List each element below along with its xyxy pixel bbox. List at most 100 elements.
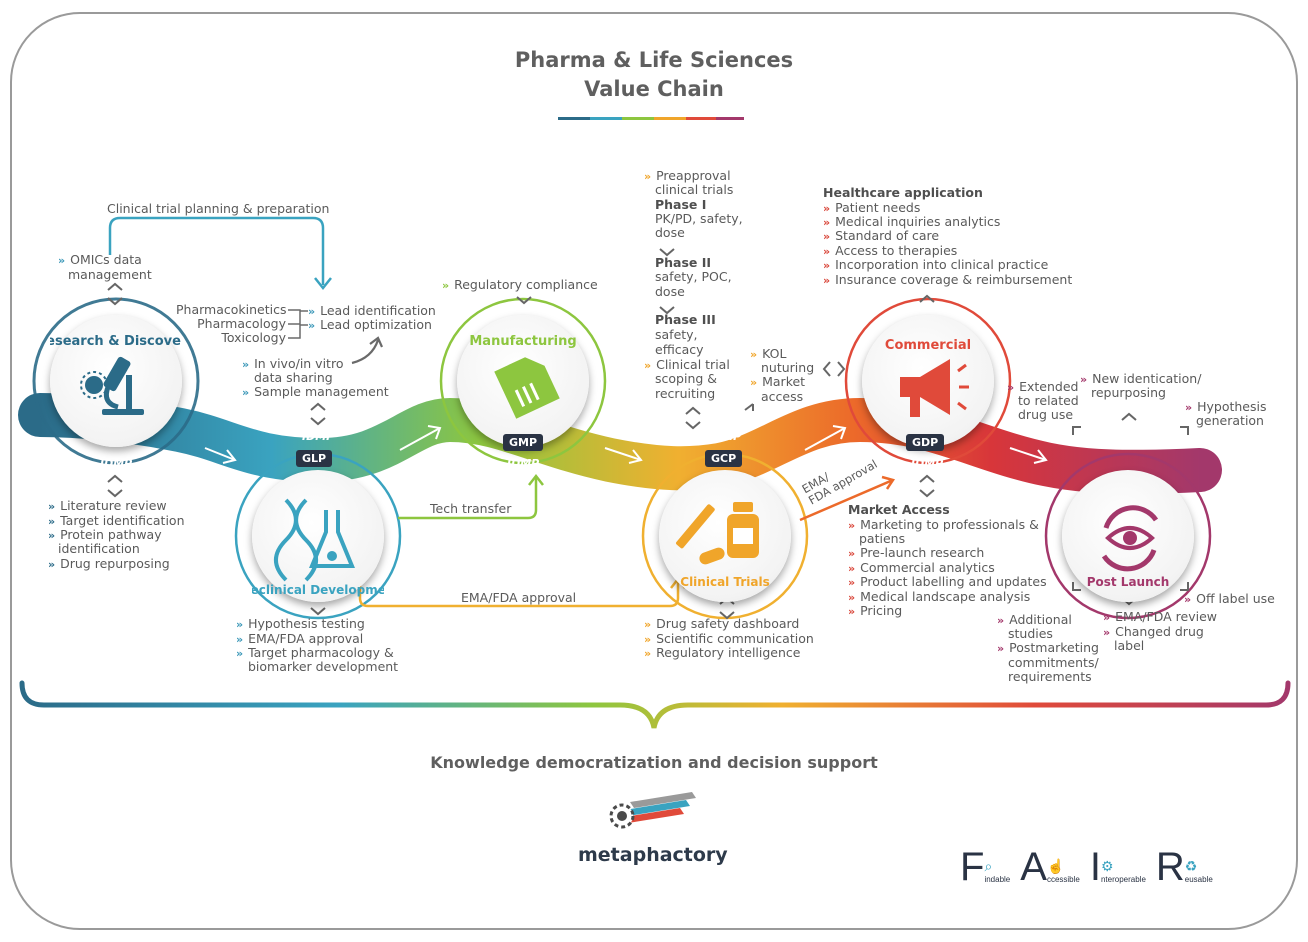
market-access-item: »Marketing to professionals & bbox=[848, 517, 1039, 532]
bottom-brace bbox=[19, 680, 1291, 729]
additional: requirements bbox=[1008, 669, 1092, 684]
healthcare-title: Healthcare application bbox=[823, 185, 983, 200]
stage-commercial[interactable]: Commercial bbox=[862, 315, 994, 447]
title-underline bbox=[558, 117, 744, 120]
clinical-item: »Scientific communication bbox=[644, 631, 814, 646]
kol: nuturing bbox=[761, 360, 815, 375]
extended: »Extended bbox=[1007, 379, 1079, 394]
phase3-title: Phase III bbox=[655, 312, 716, 327]
page-title-line2: Value Chain bbox=[584, 77, 724, 101]
syringe-pills-icon: Clinical Trials bbox=[676, 502, 770, 589]
manufacturing-idmp: IDMP bbox=[507, 457, 540, 470]
market-access-title: Market Access bbox=[848, 502, 950, 517]
scoping: recruiting bbox=[655, 386, 716, 401]
clinical-name: Clinical Trials bbox=[680, 575, 769, 589]
lead-item: »Lead optimization bbox=[308, 317, 432, 332]
tech-transfer-label: Tech transfer bbox=[430, 501, 512, 516]
search-icon: ⌕ bbox=[984, 858, 993, 874]
market-access-short: »Market bbox=[750, 374, 806, 389]
additional: studies bbox=[1008, 626, 1053, 641]
pharma-label: Toxicology bbox=[221, 330, 286, 345]
commercial-name: Commercial bbox=[885, 338, 971, 353]
preclinical-item: »Hypothesis testing bbox=[236, 616, 365, 631]
scoping: scoping & bbox=[655, 371, 718, 386]
eye-cycle-icon: Post Launch bbox=[1087, 505, 1170, 589]
research-item: »Drug repurposing bbox=[48, 556, 170, 571]
fair-word-a: ☝ccessible bbox=[1046, 858, 1080, 884]
stage-research[interactable]: Research & Discovery bbox=[36, 315, 196, 447]
tech-transfer-arrow bbox=[398, 478, 538, 520]
commercial-ring bbox=[844, 297, 1012, 465]
fair-letter-f: F bbox=[960, 845, 985, 889]
clinical-idmp: IDMP bbox=[709, 430, 742, 443]
omics-line2: management bbox=[68, 267, 152, 282]
postlaunch-brackets bbox=[1072, 426, 1189, 591]
page-frame bbox=[10, 12, 1298, 930]
fair-letter-i: I bbox=[1089, 845, 1101, 889]
market-access-item: »Medical landscape analysis bbox=[848, 589, 1031, 604]
commercial-tag: GDP bbox=[906, 434, 945, 451]
additional: »Postmarketing bbox=[997, 640, 1099, 655]
planning-label: Clinical trial planning & preparation bbox=[107, 201, 330, 216]
footer-subtitle: Knowledge democratization and decision s… bbox=[430, 753, 878, 772]
chevrons bbox=[107, 248, 1137, 620]
clinical-item: »Drug safety dashboard bbox=[644, 616, 800, 631]
preclinical-item: »Target pharmacology & bbox=[236, 645, 394, 660]
ema-diag-arrow bbox=[799, 478, 894, 522]
preclinical-tag: GLP bbox=[296, 450, 333, 467]
research-idmp: IDMP bbox=[100, 457, 133, 470]
pharma-label: Pharmacology bbox=[197, 316, 286, 331]
dna-flask-icon: Preclinical Development bbox=[236, 498, 400, 597]
market-access-item: patiens bbox=[859, 531, 906, 546]
ema-review: »EMA/FDA review bbox=[1103, 609, 1218, 624]
manufacturing-ring bbox=[439, 297, 607, 465]
new-ident: repurposing bbox=[1091, 385, 1166, 400]
microscope-icon: Research & Discovery bbox=[36, 334, 196, 415]
postlaunch-name: Post Launch bbox=[1087, 575, 1170, 589]
planning-arrow bbox=[108, 216, 325, 285]
healthcare-item: »Standard of care bbox=[823, 228, 940, 243]
postlaunch-ring bbox=[1044, 452, 1212, 620]
healthcare-item: »Patient needs bbox=[823, 200, 921, 215]
invivo-item: data sharing bbox=[254, 370, 333, 385]
fair-word-f: ⌕indable bbox=[984, 858, 1011, 884]
stage-clinical[interactable]: Clinical Trials bbox=[659, 470, 791, 602]
clinical-item: »Regulatory intelligence bbox=[644, 645, 801, 660]
research-ring bbox=[32, 297, 200, 465]
stage-preclinical[interactable]: Preclinical Development bbox=[236, 470, 400, 602]
fair-logo: F ⌕indable A ☝ccessible I ⚙nteroperable … bbox=[960, 845, 1223, 889]
market-access-item: »Commercial analytics bbox=[848, 560, 995, 575]
phase3-line: efficacy bbox=[655, 342, 704, 357]
pharma-brackets bbox=[288, 309, 308, 339]
phase1-title: Phase I bbox=[655, 197, 707, 212]
market-access-item: »Pre-launch research bbox=[848, 545, 985, 560]
pharma-label: Pharmacokinetics bbox=[176, 302, 287, 317]
healthcare-item: »Incorporation into clinical practice bbox=[823, 257, 1049, 272]
new-ident: »New identication/ bbox=[1080, 371, 1202, 386]
research-item: »Target identification bbox=[48, 513, 185, 528]
phase2-line: dose bbox=[655, 284, 685, 299]
fair-word-r: ♻eusable bbox=[1184, 858, 1213, 884]
market-access-item: »Pricing bbox=[848, 603, 903, 618]
ema-review: »Changed drug bbox=[1103, 624, 1204, 639]
stage-postlaunch[interactable]: Post Launch bbox=[1062, 470, 1194, 602]
phase3-line: safety, bbox=[655, 327, 698, 342]
research-item: »Literature review bbox=[48, 498, 167, 513]
preclinical-name: Preclinical Development bbox=[252, 583, 384, 597]
postlaunch-idmp: IDMP bbox=[1113, 430, 1146, 443]
metaphactory-logo-icon bbox=[609, 792, 696, 829]
phase1-line: dose bbox=[655, 225, 685, 240]
hand-icon: ☝ bbox=[1046, 858, 1065, 874]
healthcare-item: »Medical inquiries analytics bbox=[823, 214, 1001, 229]
recycle-icon: ♻ bbox=[1184, 858, 1198, 874]
stage-manufacturing[interactable]: Manufacturing bbox=[457, 315, 589, 447]
healthcare-item: »Insurance coverage & reimbursement bbox=[823, 272, 1073, 287]
additional: commitments/ bbox=[1008, 655, 1099, 670]
ribbon-arrows bbox=[204, 425, 1048, 464]
invivo-item: »In vivo/in vitro bbox=[242, 356, 344, 371]
invivo-item: »Sample management bbox=[242, 384, 389, 399]
page-title: Pharma & Life Sciences bbox=[514, 48, 794, 72]
chain-ribbon bbox=[18, 393, 1222, 494]
healthcare-item: »Access to therapies bbox=[823, 243, 958, 258]
